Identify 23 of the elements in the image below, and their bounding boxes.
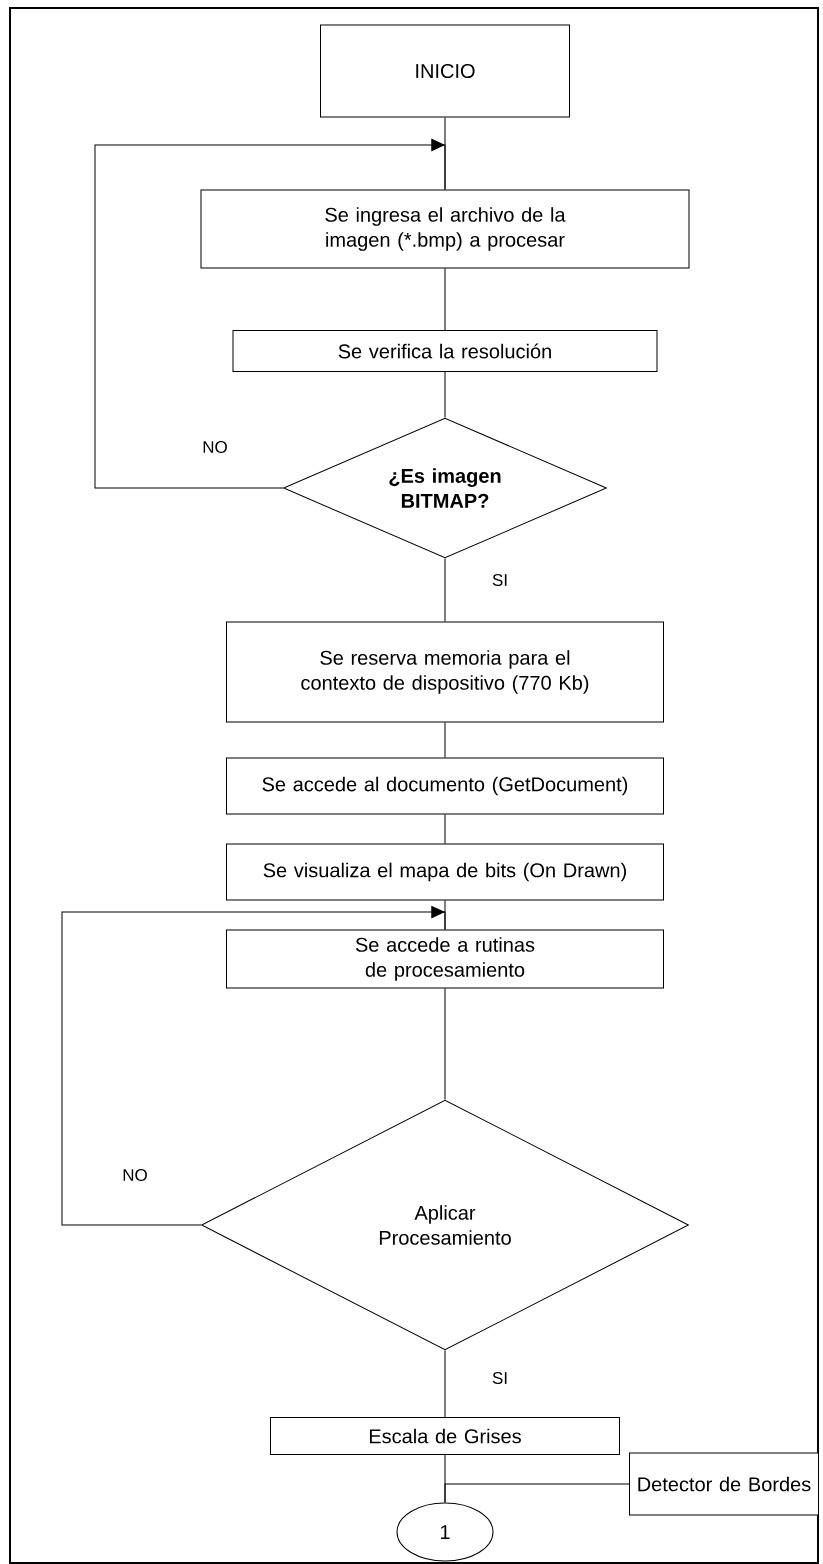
connector (444, 722, 446, 758)
process-box: Se accede al documento (GetDocument) (226, 757, 664, 815)
connector (444, 1483, 630, 1503)
connector (94, 138, 446, 489)
connector (444, 1350, 446, 1418)
connector (444, 988, 446, 1100)
process-box: Se verifica la resolución (232, 330, 658, 372)
edge-label: NO (120, 1167, 150, 1184)
connector (444, 558, 446, 622)
edge-label: NO (200, 439, 230, 456)
process-box: Se accede a rutinas de procesamiento (226, 929, 664, 989)
process-box: Se reserva memoria para el contexto de dispositivo (770 Kb) (226, 621, 664, 723)
edge-label: SI (489, 1370, 511, 1387)
connector (444, 268, 446, 331)
connector (444, 371, 446, 418)
edge-label: SI (489, 572, 511, 589)
process-box: INICIO (320, 24, 570, 118)
process-box: Se ingresa el archivo de la imagen (*.bmp) a procesar (200, 189, 690, 269)
process-box: Detector de Bordes (629, 1452, 819, 1516)
connector (444, 814, 446, 844)
process-box: Se visualiza el mapa de bits (On Drawn) (226, 843, 664, 901)
connector (61, 905, 446, 1226)
process-box: Escala de Grises (270, 1417, 620, 1455)
